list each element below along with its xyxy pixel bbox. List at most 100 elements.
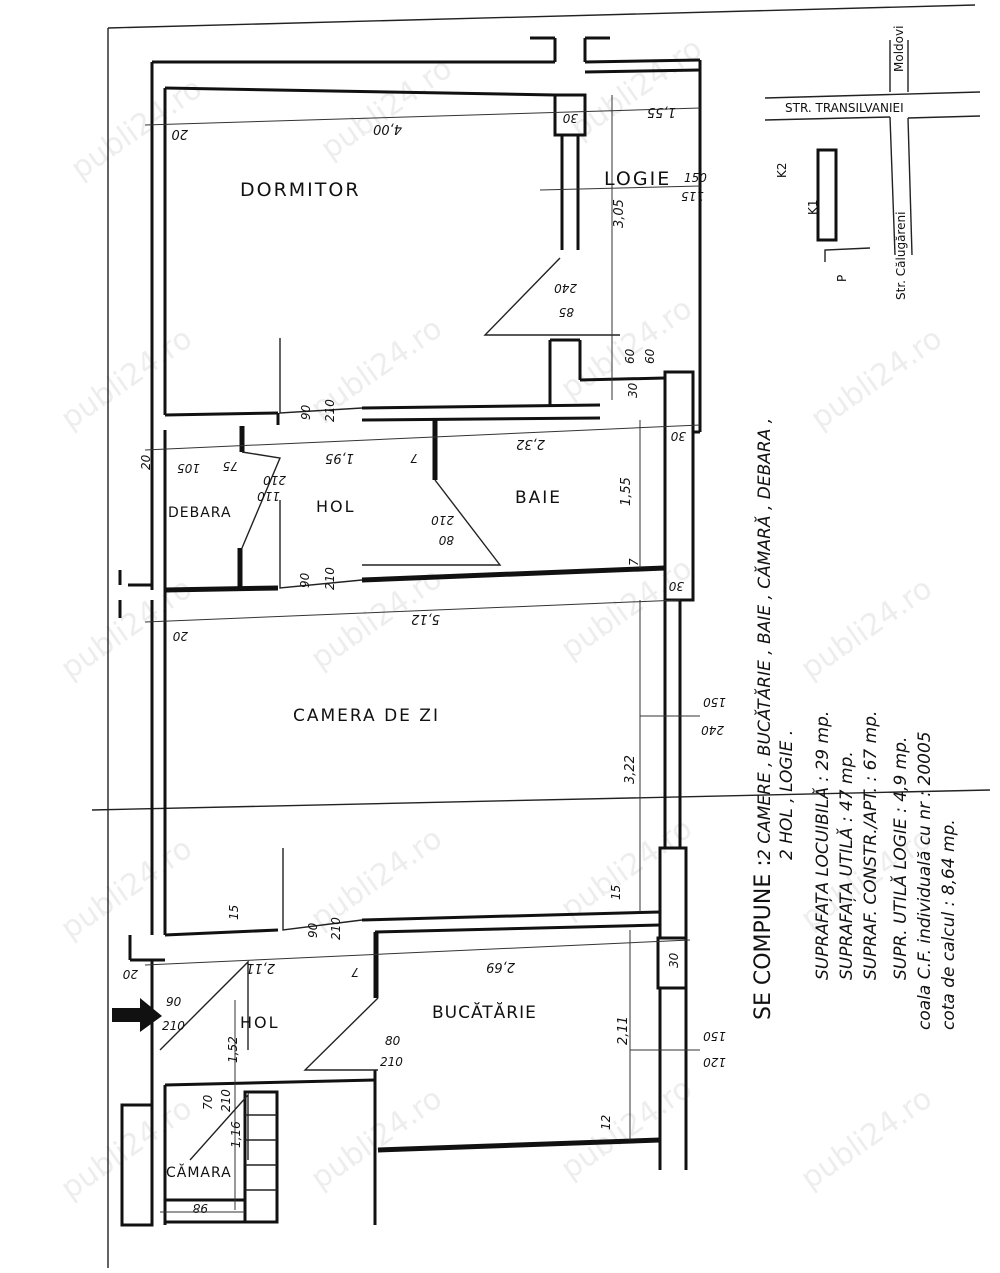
dim-label: 2,11 bbox=[616, 1016, 631, 1045]
door-bucatarie bbox=[303, 997, 379, 1071]
door-dorm-to-logie bbox=[483, 257, 620, 336]
street-label: Moldovi bbox=[892, 26, 906, 72]
dim-label: 15 bbox=[227, 905, 241, 920]
street-label: Str. Călugăreni bbox=[894, 212, 908, 300]
room-label-debara: DEBARA bbox=[168, 505, 232, 521]
dim-label: 150 bbox=[703, 1029, 726, 1043]
dim-label: 20 bbox=[172, 629, 188, 643]
door-dormitor bbox=[279, 338, 363, 414]
dim-label: 240 bbox=[701, 723, 724, 737]
dim-label: 210 bbox=[263, 473, 286, 487]
notes: SE COMPUNE : 2 CAMERE , BUCĂTĂRIE , BAIE… bbox=[751, 418, 959, 1030]
dim-label: 85 bbox=[559, 305, 574, 319]
dim-label: 150 bbox=[703, 695, 726, 709]
dim-label: 1,55 bbox=[647, 104, 676, 119]
room-labels: DORMITOR LOGIE DEBARA HOL BAIE CAMERA DE… bbox=[166, 168, 671, 1181]
dim-label: 90 bbox=[298, 572, 312, 588]
dim-label: 98 bbox=[192, 1201, 208, 1215]
room-label-logie: LOGIE bbox=[604, 168, 671, 190]
building-label: P bbox=[835, 275, 849, 282]
dim-label: 7 bbox=[410, 451, 418, 465]
door-hol bbox=[279, 500, 363, 589]
watermark: publi24.ro bbox=[315, 51, 459, 167]
notes-line-3: SUPRAF. CONSTR./APT. : 67 mp. bbox=[861, 711, 881, 980]
dim-label: 210 bbox=[431, 513, 454, 527]
room-label-camara: CĂMARA bbox=[166, 1163, 232, 1181]
dim-label: 60 bbox=[643, 348, 657, 364]
entry-arrow-icon bbox=[112, 998, 162, 1032]
watermark: publi24.ro bbox=[55, 831, 199, 947]
dim-label: 3,05 bbox=[612, 199, 627, 228]
watermark: publi24.ro bbox=[55, 321, 199, 437]
dim-label: 210 bbox=[380, 1055, 403, 1069]
building-label: K2 bbox=[775, 162, 789, 178]
door-debara bbox=[241, 451, 281, 549]
door-camera bbox=[282, 848, 363, 931]
dim-label: 30 bbox=[668, 579, 684, 593]
dim-label: 15 bbox=[609, 885, 623, 900]
notes-composition-2: 2 HOL , LOGIE . bbox=[777, 730, 797, 860]
dim-label: 2,32 bbox=[516, 436, 545, 451]
dim-label: 3,22 bbox=[623, 755, 638, 784]
dim-label: 115 bbox=[681, 189, 704, 203]
dim-label: 110 bbox=[257, 489, 280, 503]
dim-label: 30 bbox=[667, 952, 681, 968]
dim-label: 80 bbox=[385, 1034, 401, 1048]
dim-label: 30 bbox=[562, 111, 578, 125]
building-label: K1 bbox=[806, 199, 820, 215]
dim-label: 20 bbox=[139, 454, 153, 470]
dim-label: 20 bbox=[171, 126, 188, 141]
dim-label: 90 bbox=[306, 922, 320, 938]
notes-title: SE COMPUNE : bbox=[751, 859, 776, 1020]
watermark: publi24.ro bbox=[555, 811, 699, 927]
dim-label: 210 bbox=[162, 1019, 185, 1033]
room-label-camera-de-zi: CAMERA DE ZI bbox=[293, 706, 440, 726]
dim-label: 150 bbox=[684, 171, 707, 185]
dim-label: 240 bbox=[554, 281, 577, 295]
dim-label: 12 bbox=[599, 1115, 613, 1130]
watermark: publi24.ro bbox=[555, 1071, 699, 1187]
dim-label: 30 bbox=[626, 382, 640, 398]
dim-label: 1,16 bbox=[229, 1121, 243, 1148]
dim-label: 210 bbox=[323, 399, 337, 422]
notes-line-2: SUPRAFAȚA UTILĂ : 47 mp. bbox=[835, 751, 857, 980]
location-sketch: STR. TRANSILVANIEI Str. Călugăreni Moldo… bbox=[764, 26, 981, 300]
room-label-baie: BAIE bbox=[515, 488, 562, 508]
dim-label: 75 bbox=[223, 459, 238, 473]
dim-label: 1,95 bbox=[325, 450, 354, 465]
dim-label: 60 bbox=[623, 348, 637, 364]
walls bbox=[118, 36, 702, 1227]
dim-label: 210 bbox=[323, 567, 337, 590]
dimension-lines bbox=[144, 95, 701, 1213]
notes-line-4: SUPR. UTILĂ LOGIE : 4,9 mp. bbox=[889, 737, 911, 980]
dim-label: 20 bbox=[122, 967, 138, 981]
sheet-border bbox=[91, 4, 991, 1268]
dim-label: 80 bbox=[438, 533, 454, 547]
door-baie bbox=[362, 479, 502, 566]
dim-label: 30 bbox=[670, 429, 686, 443]
watermark: publi24.ro bbox=[795, 571, 939, 687]
room-label-dormitor: DORMITOR bbox=[240, 179, 361, 201]
dim-label: 105 bbox=[177, 461, 200, 475]
building-k1 bbox=[816, 148, 838, 242]
watermark: publi24.ro bbox=[55, 1091, 199, 1207]
notes-line-1: SUPRAFAȚA LOCUIBILĂ : 29 mp. bbox=[811, 711, 833, 980]
dim-label: 90 bbox=[299, 404, 313, 420]
door-camara bbox=[189, 1093, 249, 1161]
dim-label: 70 bbox=[201, 1094, 215, 1110]
room-label-hol-top: HOL bbox=[316, 497, 356, 516]
dim-label: 2,69 bbox=[486, 959, 515, 974]
dimension-labels: 20 4,00 30 1,55 150 115 3,05 240 85 60 6… bbox=[122, 104, 726, 1215]
dim-label: 4,00 bbox=[373, 121, 402, 136]
notes-line-6: cota de calcul : 8,64 mp. bbox=[939, 819, 959, 1030]
dim-label: 7 bbox=[351, 965, 359, 979]
dim-label: 1,52 bbox=[226, 1036, 240, 1063]
watermark: publi24.ro bbox=[805, 321, 949, 437]
street-label: STR. TRANSILVANIEI bbox=[785, 101, 904, 115]
watermark: publi24.ro bbox=[795, 1081, 939, 1197]
room-label-hol-bottom: HOL bbox=[240, 1013, 280, 1032]
dim-label: 1,55 bbox=[619, 477, 634, 506]
door-entry bbox=[159, 960, 249, 1051]
doors bbox=[112, 257, 620, 1161]
